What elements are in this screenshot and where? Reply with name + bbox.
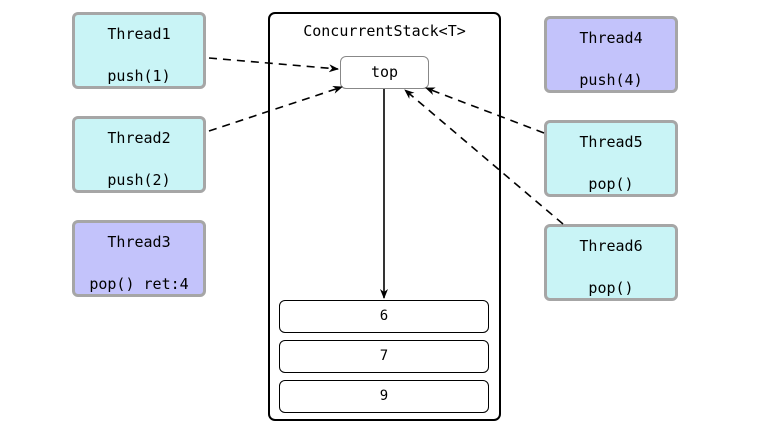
thread4-box: Thread4 push(4) xyxy=(544,16,678,93)
stack-item-3: 9 xyxy=(279,380,489,413)
thread5-box: Thread5 pop() xyxy=(544,120,678,197)
stack-item-1: 6 xyxy=(279,300,489,333)
thread-name: Thread4 xyxy=(579,29,643,47)
arrow-thread2-to-top xyxy=(208,86,343,132)
thread2-box: Thread2 push(2) xyxy=(72,116,206,193)
thread-operation: push(2) xyxy=(107,171,171,189)
thread6-box: Thread6 pop() xyxy=(544,224,678,301)
thread-name: Thread3 xyxy=(107,233,171,251)
thread-operation: push(4) xyxy=(579,71,643,89)
thread-name: Thread5 xyxy=(579,133,643,151)
thread3-box: Thread3 pop() ret:4 xyxy=(72,220,206,297)
arrow-thread5-to-top xyxy=(425,87,545,134)
arrow-thread1-to-top xyxy=(208,57,339,73)
thread-name: Thread1 xyxy=(107,25,171,43)
thread-operation: pop() xyxy=(588,175,634,193)
thread-operation: push(1) xyxy=(107,67,171,85)
thread-operation: pop() xyxy=(588,279,634,297)
thread1-box: Thread1 push(1) xyxy=(72,12,206,89)
thread-name: Thread6 xyxy=(579,237,643,255)
top-pointer-node: top xyxy=(340,56,429,89)
stack-item-2: 7 xyxy=(279,340,489,373)
thread-operation: pop() ret:4 xyxy=(89,275,189,293)
thread-name: Thread2 xyxy=(107,129,171,147)
stack-title: ConcurrentStack<T> xyxy=(303,22,466,40)
arrow-thread6-to-top xyxy=(404,89,564,225)
